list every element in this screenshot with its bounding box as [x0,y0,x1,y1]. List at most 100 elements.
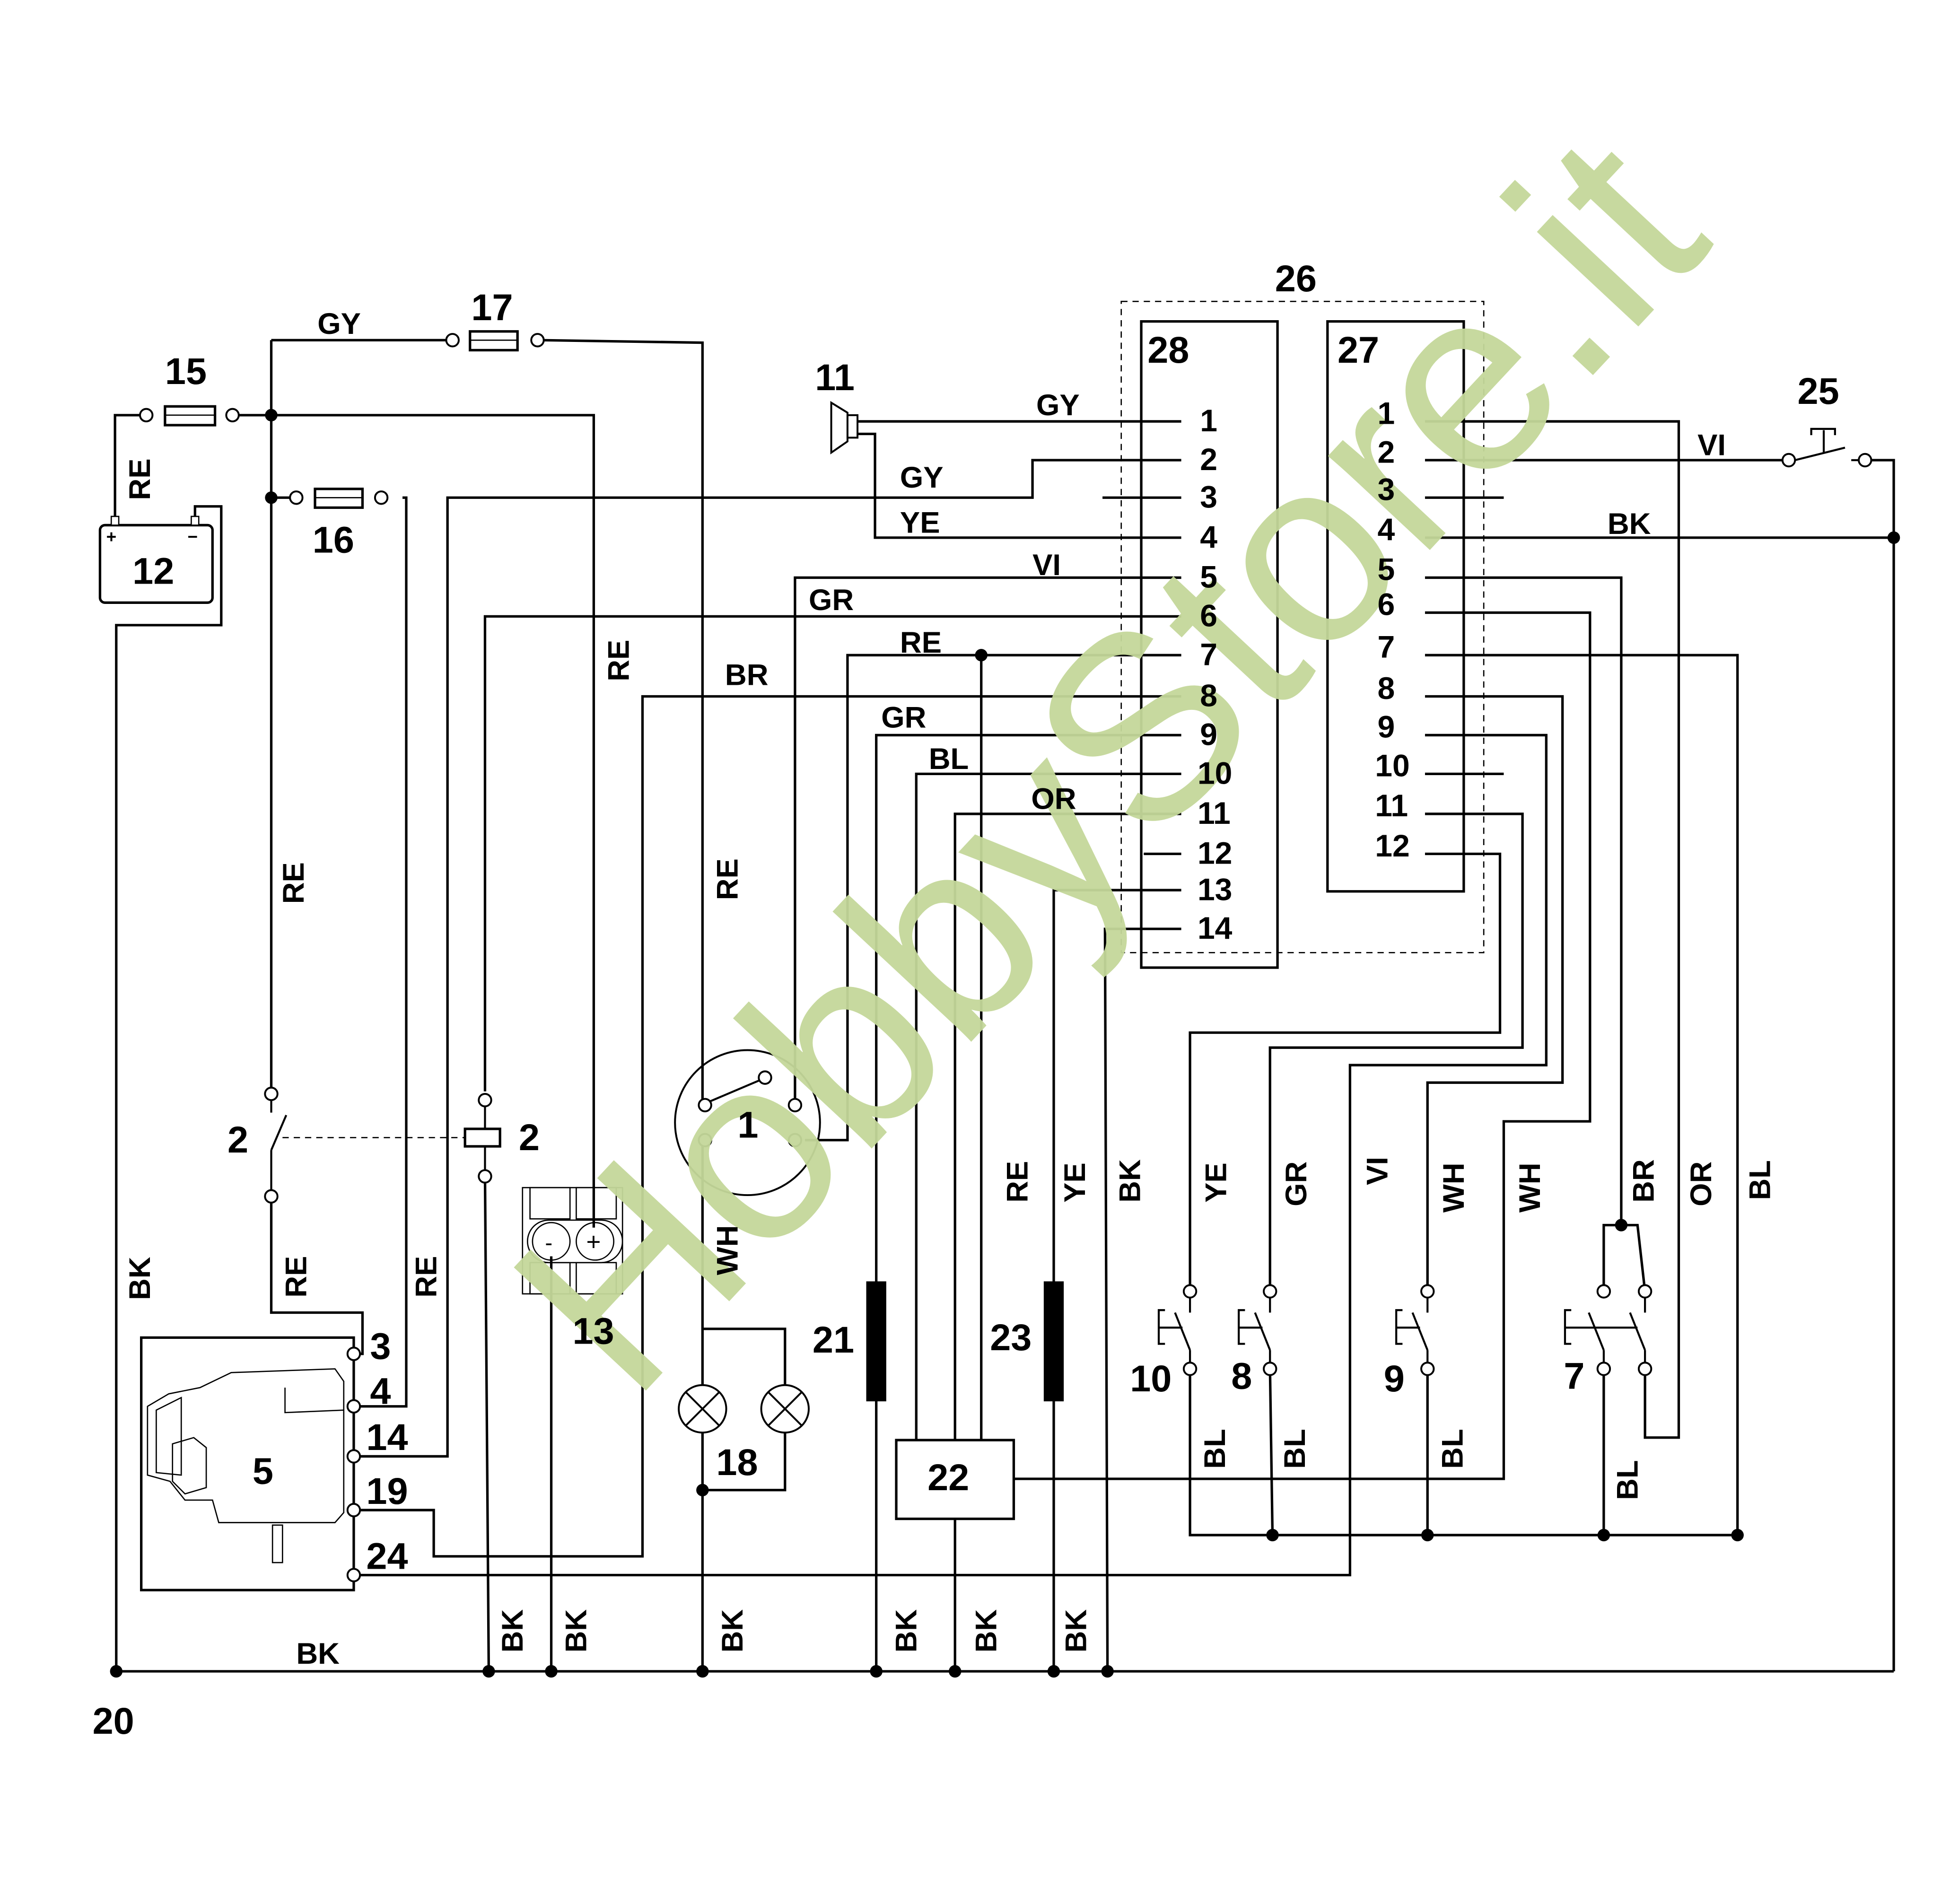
wire-relay-to-ground [483,1176,490,1672]
wire-label-bk-28-14: BK [1113,1159,1146,1203]
wire-27-11-gr [1268,812,1524,1292]
wire-label-bl-27-7: BL [1743,1160,1776,1200]
wire-28-8-to-engine19 [353,695,1181,1558]
wire-28-10-to-22 [915,772,1181,1441]
battery-plus-sign: + [106,527,117,546]
label-22: 22 [927,1456,969,1498]
wire-label-or-pin11: OR [1031,782,1076,815]
connector-28-pin-5: 5 [1200,560,1217,595]
wire-27-7-bl [1425,654,1739,1535]
connector-27-box [1326,320,1465,893]
engine-terminal-labels: 3 4 14 19 24 [366,1325,408,1577]
wire-label-bk-g1: BK [496,1609,529,1653]
wire-label-gr-8: GR [1280,1162,1313,1206]
wire-battery-positive [114,414,140,525]
label-17: 17 [471,286,513,328]
lamps-18 [678,1384,810,1434]
label-28: 28 [1147,329,1189,371]
label-16: 16 [313,519,354,561]
wire-labels-horizontal: GY GY GY YE VI GR RE BR GR BL OR VI BK B… [296,307,1726,1670]
wire-label-br-pin8: BR [725,659,769,692]
engine-terminal-3: 3 [370,1325,391,1367]
wire-27-8-vi [1425,695,1564,1292]
wire-label-bk-ground: BK [296,1637,340,1670]
wire-re-to-connector13 [271,414,595,1228]
wire-labels-vertical: RE RE RE RE BK RE RE WH RE YE BK YE GR V… [123,458,1776,1652]
connector-27-pin-1: 1 [1378,396,1395,431]
label-26: 26 [1275,257,1317,299]
wire-label-br-7: BR [1627,1159,1661,1203]
connector-28-pin-13: 13 [1198,872,1232,907]
connector-28-pin-9: 9 [1200,717,1217,752]
connector-27-pin-6: 6 [1378,587,1395,622]
label-12: 12 [132,550,174,592]
label-15: 15 [165,350,207,392]
battery-connector-13: - + [522,1187,623,1295]
ignition-switch-1 [674,1049,821,1197]
component-labels: 15 17 16 12 11 26 28 27 25 2 2 1 13 5 18… [93,257,1839,1742]
connector-27-pin-7: 7 [1378,630,1395,665]
wire-28-13-to-23 [1052,889,1181,1672]
relay-coil-2 [463,1092,501,1184]
wire-27-1 [1425,420,1680,1439]
switch-7 [1564,1284,1653,1376]
switch-10 [1157,1284,1198,1376]
wire-label-re-13: RE [602,640,635,681]
label-20: 20 [93,1700,134,1742]
wire-label-bk-g2: BK [560,1609,593,1653]
switch-9 [1395,1284,1435,1376]
fuse-15 [139,405,240,427]
connector-27-pin-8: 8 [1378,671,1395,706]
label-10: 10 [1130,1357,1172,1399]
fuse-16 [289,488,389,509]
wire-label-gy-17: GY [317,307,361,341]
wire-label-wh-ign: WH [711,1225,744,1275]
engine-terminal-14: 14 [366,1416,408,1458]
wire-label-bk-g6: BK [1060,1609,1093,1653]
wire-28-5-to-ign [794,576,1181,1105]
junction-dots [110,409,1900,1678]
wire-label-bk-left: BK [123,1257,157,1300]
engine-terminal-19: 19 [366,1470,408,1512]
connector-28-pin-2: 2 [1200,442,1217,477]
wire-7-br-split [1602,1223,1646,1292]
connector-28-pin-1: 1 [1200,403,1217,438]
label-9: 9 [1384,1357,1405,1399]
wire-label-re-battery: RE [123,458,157,500]
wire-27-12-ye [1189,852,1502,1292]
control-unit-26-outline [1120,301,1485,953]
label-11: 11 [815,356,855,398]
wire-label-wh-9: WH [1437,1162,1470,1213]
battery-minus-sign: − [187,527,198,546]
engine-5 [140,1336,361,1591]
connector13-minus-symbol: - [545,1230,552,1255]
wire-battery-negative [115,505,223,1672]
wire-28-7-to-ign [805,654,1181,1142]
connector-28-pin-8: 8 [1200,679,1217,714]
wire-8-bl [1268,1369,1274,1535]
wire-25-to-ground-bus [1869,459,1895,1672]
connector-27-pin-2: 2 [1378,435,1395,470]
wire-label-ye-pin4: YE [900,506,940,539]
fuse-17 [445,330,545,352]
wire-label-vi-pin5: VI [1032,549,1061,582]
wire-lamp-bottom [702,1432,787,1492]
switch-8 [1238,1284,1277,1376]
wire-label-re-switch2: RE [280,1256,313,1298]
wire-label-bl-8: BL [1278,1429,1312,1469]
label-switch-2: 2 [227,1118,248,1161]
label-5: 5 [253,1450,273,1492]
connector-28-pin-3: 3 [1200,480,1217,515]
label-1: 1 [737,1103,758,1145]
wire-label-bk-27-4: BK [1608,507,1651,541]
wire-label-bk-g4: BK [890,1609,923,1653]
label-27: 27 [1338,329,1379,371]
connector-27-pin-11: 11 [1375,788,1408,823]
label-23: 23 [990,1316,1032,1358]
wire-label-vi-24: VI [1361,1157,1394,1185]
switch-2 [264,1086,465,1204]
label-13: 13 [572,1310,614,1352]
connector-27-pin-12: 12 [1375,829,1409,864]
connector-28-pin-4: 4 [1200,520,1217,555]
